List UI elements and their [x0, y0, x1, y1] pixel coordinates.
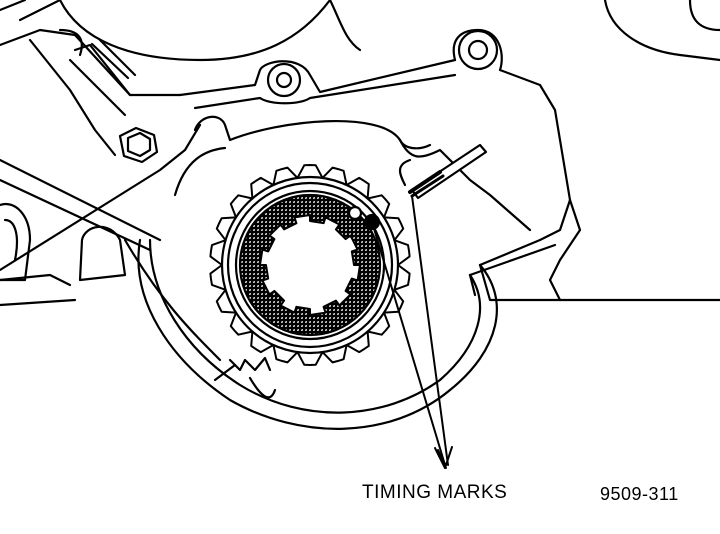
left-bracket [0, 0, 182, 157]
callout-leaders [371, 195, 453, 469]
timing-pointer [398, 143, 488, 200]
left-frame [0, 123, 202, 307]
left-pockets [0, 202, 222, 362]
figure-number: 9509-311 [600, 484, 679, 504]
timing-marks-label: TIMING MARKS [362, 482, 508, 503]
upper-housing-outline [58, 0, 720, 62]
hex-bolt [118, 126, 159, 164]
crank-sprocket [209, 164, 411, 366]
upper-rail [178, 28, 562, 142]
timing-cover-housing [137, 115, 720, 430]
